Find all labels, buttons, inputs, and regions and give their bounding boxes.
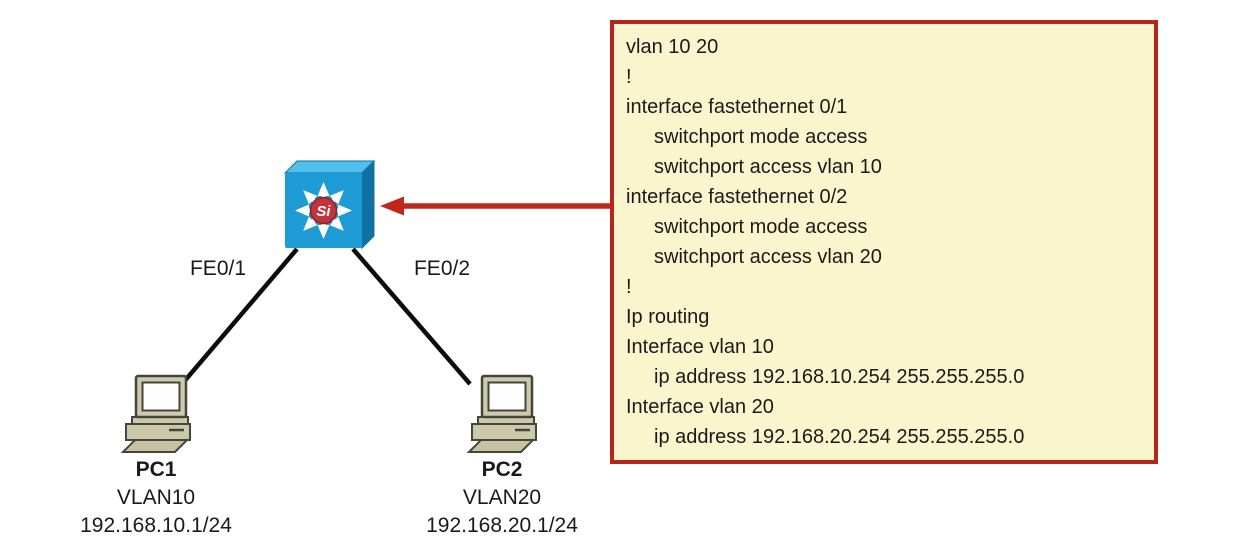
pc2-name: PC2 (481, 458, 523, 481)
pc2-vlan: VLAN20 (462, 486, 542, 509)
pc2-ip: 192.168.20.1/24 (426, 514, 578, 537)
config-line: Interface vlan 20 (626, 396, 774, 418)
config-line: switchport access vlan 10 (654, 156, 882, 178)
pc1-ip: 192.168.10.1/24 (80, 514, 232, 537)
pc1-label-block: PC1 VLAN10 192.168.10.1/24 (56, 456, 256, 540)
config-line: Interface vlan 10 (626, 336, 774, 358)
switch-config-box: vlan 10 20 ! interface fastethernet 0/1 … (610, 20, 1158, 464)
pc1-icon (121, 374, 192, 454)
arrowhead-icon (380, 196, 404, 216)
config-line: ip address 192.168.20.254 255.255.255.0 (654, 426, 1025, 448)
config-line: switchport mode access (654, 126, 868, 148)
pc1-vlan: VLAN10 (116, 486, 196, 509)
config-line: vlan 10 20 (626, 36, 719, 58)
pc2-label-block: PC2 VLAN20 192.168.20.1/24 (402, 456, 602, 540)
config-line: ! (626, 276, 632, 298)
interface-label-fe0-2: FE0/2 (413, 257, 471, 280)
config-line: interface fastethernet 0/2 (626, 186, 848, 208)
config-callout-arrow (380, 196, 612, 216)
interface-label-fe0-1: FE0/1 (189, 257, 247, 280)
link-fe0-1 (180, 247, 299, 386)
config-line: Ip routing (626, 306, 710, 328)
config-line: ip address 192.168.10.254 255.255.255.0 (654, 366, 1025, 388)
config-line: ! (626, 66, 632, 88)
si-badge-label: Si (316, 203, 331, 220)
config-line: interface fastethernet 0/1 (626, 96, 848, 118)
si-badge (309, 196, 338, 225)
config-line: switchport access vlan 20 (654, 246, 882, 268)
multilayer-switch-icon: Si (283, 159, 376, 250)
link-fe0-2 (351, 247, 472, 386)
config-line: switchport mode access (654, 216, 868, 238)
pc2-icon (467, 374, 538, 454)
pc1-name: PC1 (135, 458, 177, 481)
